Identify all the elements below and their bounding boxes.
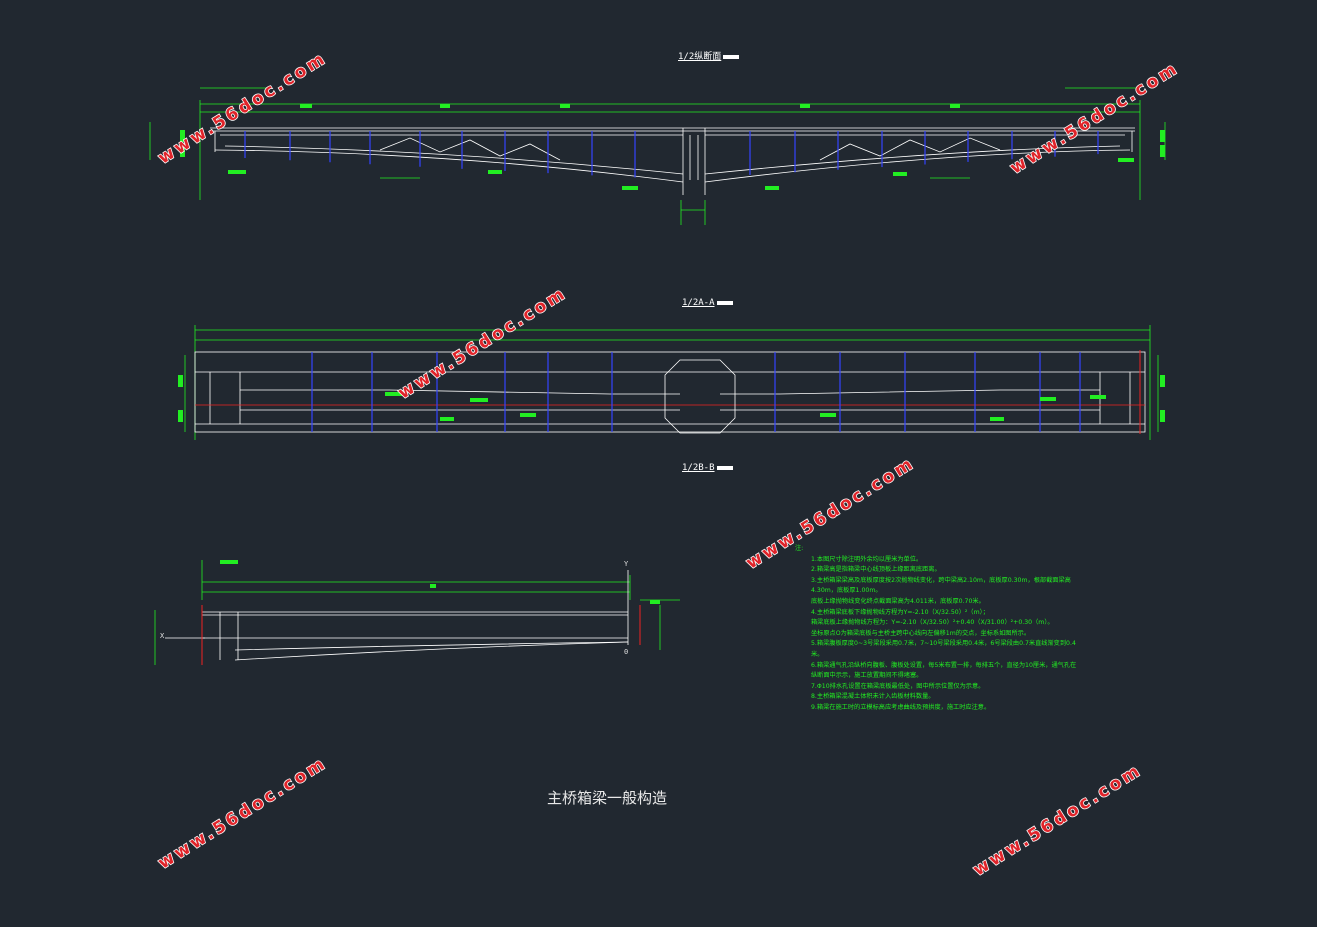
- view-title-plan-a: 1/2A-A: [682, 298, 733, 308]
- note-line: 8.主桥箱梁混凝土体积未计入齿板材料数量。: [811, 693, 935, 701]
- dimension-tag: [180, 130, 185, 142]
- dimension-tag: [440, 104, 450, 108]
- dimension-tag: [220, 560, 238, 564]
- dimension-tag: [180, 145, 185, 157]
- view-title-plan-a-text: 1/2A-A: [682, 298, 715, 308]
- notes-header: 注:: [795, 545, 804, 552]
- dimension-tag: [430, 584, 436, 588]
- dimension-tag: [1118, 158, 1134, 162]
- dimension-tag: [622, 186, 638, 190]
- dimension-tag: [1160, 130, 1165, 142]
- note-line: 底板上缘抛物线变化终点截面梁高为4.011米，底板厚0.70米。: [811, 597, 985, 605]
- note-line: 3.主桥箱梁梁高及底板厚度按2次抛物线变化，跨中梁高2.10m，底板厚0.30m…: [811, 576, 1071, 584]
- coordinate-sketch: [154, 560, 680, 665]
- dimension-tag: [178, 375, 183, 387]
- dimension-tag: [765, 186, 779, 190]
- design-notes: 注: 1.本图尺寸除注明外余均以厘米为单位。 2.箱梁高是指箱梁中心线顶板上缘距离…: [795, 544, 1165, 714]
- plan-section: [184, 325, 1159, 440]
- dimension-tag: [1040, 397, 1056, 401]
- axis-label-y: Y: [624, 560, 629, 568]
- note-line: 6.箱梁通气孔沿纵桥向腹板、腹板处设置，每5米布置一排，每排五个，直径为10厘米…: [811, 661, 1077, 669]
- dimension-tag: [893, 172, 907, 176]
- drawing-title: 主桥箱梁一般构造: [547, 789, 668, 807]
- dimension-tag: [470, 398, 488, 402]
- note-line: 4.30m，底板厚1.00m。: [811, 587, 882, 595]
- dimension-tag: [820, 413, 836, 417]
- axis-label-x: X: [160, 632, 165, 640]
- note-line: 米。: [811, 650, 824, 658]
- note-line: 5.箱梁腹板厚度0~3号梁段采用0.7米，7~10号梁段采用0.4米，6号梁段由…: [811, 640, 1076, 648]
- dimension-tag: [440, 417, 454, 421]
- view-title-longitudinal: 1/2纵断面: [678, 49, 740, 62]
- notes-list: 1.本图尺寸除注明外余均以厘米为单位。 2.箱梁高是指箱梁中心线顶板上缘距离底距离…: [795, 555, 1165, 714]
- note-line: 坐标原点O为箱梁底板与主桥主跨中心线向左偏移1m的交点，坐标系如图所示。: [811, 629, 1031, 637]
- view-title-plan-b: 1/2B-B: [682, 463, 733, 473]
- note-line: 纵断面中示示，施工放置期间不得堵塞。: [811, 672, 923, 680]
- axis-label-origin: 0: [624, 648, 629, 656]
- view-title-bar: [716, 300, 733, 305]
- dimension-tag: [950, 104, 960, 108]
- dimension-tag: [1160, 410, 1165, 422]
- note-line: 9.箱梁在施工时的立模标高应考虑曲线及预拱度，施工时应注意。: [811, 703, 991, 711]
- dimension-tag: [300, 104, 312, 108]
- note-line: 7.Φ10排水孔设置在箱梁底板最低处，图中所示位置仅为示意。: [811, 682, 985, 690]
- view-title-bar: [716, 465, 733, 470]
- note-line: 1.本图尺寸除注明外余均以厘米为单位。: [811, 555, 923, 563]
- view-title-bar: [723, 54, 740, 59]
- dimension-tag: [178, 410, 183, 422]
- dimension-tag: [650, 600, 660, 604]
- note-line: 4.主桥箱梁底板下缘抛物线方程为Y=-2.10（X/32.50）²（m）；: [811, 608, 989, 616]
- dimension-tag: [990, 417, 1004, 421]
- view-title-plan-b-text: 1/2B-B: [682, 463, 715, 473]
- dimension-tag: [560, 104, 570, 108]
- note-line: 2.箱梁高是指箱梁中心线顶板上缘距离底距离。: [811, 566, 941, 574]
- dimension-tag: [1090, 395, 1106, 399]
- dimension-tag: [1160, 145, 1165, 157]
- dimension-tag: [228, 170, 246, 174]
- annotation-tags: [178, 104, 1165, 604]
- dimension-tag: [385, 392, 407, 396]
- dimension-tag: [1160, 375, 1165, 387]
- dimension-tag: [488, 170, 502, 174]
- note-line: 箱梁底板上缘抛物线方程为：Y=-2.10（X/32.50）²+0.40（X/31…: [811, 619, 1054, 627]
- dimension-tag: [800, 104, 810, 108]
- view-title-longitudinal-text: 1/2纵断面: [678, 52, 722, 62]
- dimension-tag: [520, 413, 536, 417]
